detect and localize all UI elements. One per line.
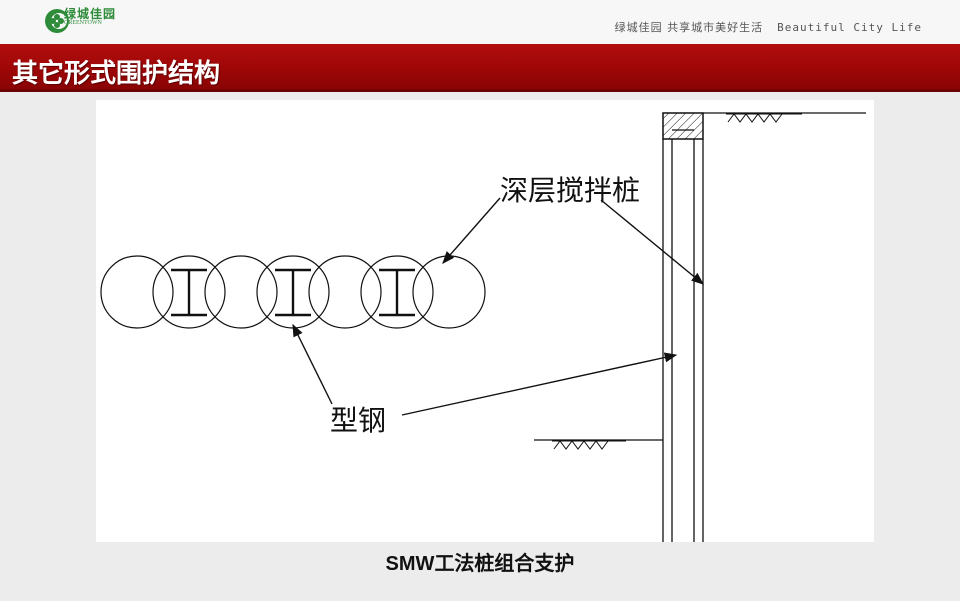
h-steel-sections — [171, 268, 415, 317]
pile-circle — [412, 255, 486, 329]
greentown-logo-icon — [45, 9, 69, 33]
pile-circle — [308, 255, 382, 329]
mixing-pile-circles — [100, 255, 486, 329]
figure-caption: SMW工法桩组合支护 — [0, 547, 960, 576]
capping-beam — [662, 112, 704, 140]
tagline-english: Beautiful City Life — [777, 21, 922, 34]
slide-title: 其它形式围护结构 — [12, 59, 221, 89]
top-header-bar: 绿城佳园 GREENTOWN 绿城佳园 共享城市美好生活 Beautiful Ci… — [0, 0, 960, 44]
label-steel: 型钢 — [330, 404, 386, 437]
arrow-to-circle — [442, 197, 501, 264]
pile-circle — [152, 255, 226, 329]
pile-circle — [204, 255, 278, 329]
title-bar: 其它形式围护结构 — [0, 44, 960, 92]
arrow-to-hsteel — [292, 323, 333, 405]
smw-diagram: 深层搅拌桩 型钢 — [100, 112, 866, 542]
tagline-chinese: 绿城佳园 共享城市美好生活 — [614, 21, 764, 34]
label-mixing-pile: 深层搅拌桩 — [500, 174, 640, 207]
logo-chinese-text: 绿城佳园 — [64, 7, 117, 21]
caption-chinese: 工法桩组合支护 — [434, 551, 575, 575]
ground-hatching — [552, 113, 802, 450]
arrow-to-wall — [600, 199, 704, 285]
h-steel-section — [379, 268, 415, 317]
header-tagline: 绿城佳园 共享城市美好生活 Beautiful City Life — [615, 19, 922, 35]
leader-arrows — [292, 197, 704, 416]
logo-english-text: GREENTOWN — [64, 20, 102, 26]
arrow-to-steel-line — [401, 352, 678, 416]
pile-circle — [100, 255, 174, 329]
h-steel-section — [275, 268, 311, 317]
caption-latin: SMW — [385, 553, 435, 575]
pile-circle — [360, 255, 434, 329]
figure-canvas: 深层搅拌桩 型钢 — [96, 100, 874, 542]
h-steel-section — [171, 268, 207, 317]
wall-section — [534, 112, 866, 542]
